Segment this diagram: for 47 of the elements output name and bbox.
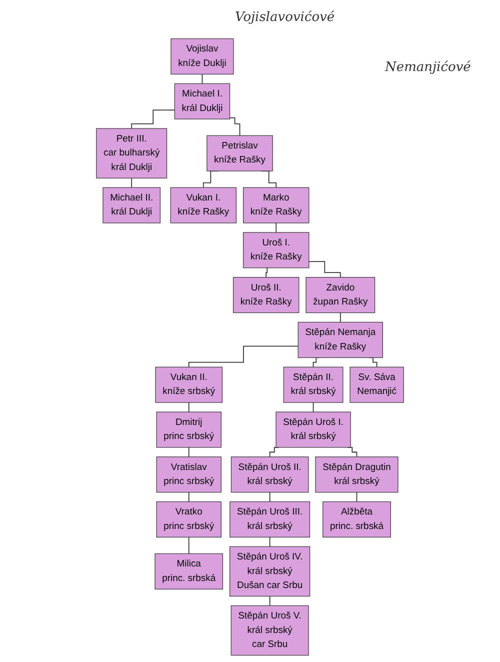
node-box: Stěpán Uroš II. král srbský bbox=[230, 456, 309, 493]
dynasty-label: Nemanjićové bbox=[385, 60, 471, 75]
connector bbox=[131, 178, 132, 188]
node-box: Uroš II. kníže Rašky bbox=[232, 277, 300, 314]
connector bbox=[229, 117, 240, 136]
connector bbox=[269, 536, 270, 548]
connector bbox=[266, 267, 269, 278]
node-box: Milica princ. srbská bbox=[154, 553, 224, 590]
connector bbox=[340, 312, 341, 323]
node-box: Stěpán Uroš I. král srbský bbox=[276, 412, 351, 448]
node-box: Vukan I. kníže Rašky bbox=[170, 187, 237, 224]
node-box: Stěpán II. král srbský bbox=[283, 366, 344, 403]
node-box: Michael II. král Duklji bbox=[102, 187, 161, 224]
node-box: Vojislav kníže Duklji bbox=[170, 38, 234, 74]
connector bbox=[188, 346, 299, 368]
node-box: Uroš I. kníže Rašky bbox=[243, 232, 310, 268]
node-box: Alžběta princ. srbská bbox=[322, 501, 391, 538]
node-box: Petrislav kníže Rašky bbox=[206, 135, 273, 172]
node-box: Stěpán Nemanja kníže Rašky bbox=[298, 322, 383, 358]
node-box: Vratislav princ srbský bbox=[156, 456, 222, 493]
node-box: Marko kníže Rašky bbox=[243, 187, 310, 224]
connector bbox=[188, 536, 190, 554]
node-box: Sv. Sáva Nemanjić bbox=[350, 366, 404, 403]
connector bbox=[131, 110, 176, 129]
node-box: Michael I. král Duklji bbox=[174, 83, 230, 120]
node-box: Petr III. car bulharský král Duklji bbox=[96, 128, 168, 178]
node-box: Vratko princ srbský bbox=[156, 501, 222, 538]
connector bbox=[269, 596, 270, 606]
node-box: Zavido župan Rašky bbox=[306, 277, 376, 314]
connector bbox=[276, 222, 277, 233]
node-box: Stěpán Uroš III. král srbský bbox=[230, 501, 310, 538]
connector bbox=[188, 446, 190, 458]
connector bbox=[356, 492, 358, 502]
dynasty-label: Vojislavovićové bbox=[235, 10, 335, 25]
connector bbox=[312, 402, 314, 412]
connector bbox=[347, 446, 358, 458]
connector bbox=[269, 492, 270, 502]
node-box: Stěpán Dragutin král srbský bbox=[315, 456, 398, 493]
connector bbox=[308, 261, 341, 278]
node-box: Dmitrij princ srbský bbox=[156, 412, 222, 448]
connector bbox=[202, 74, 203, 84]
connector bbox=[188, 402, 190, 412]
node-box: Stěpán Uroš V. král srbský car Srbu bbox=[230, 605, 309, 656]
connector bbox=[269, 446, 280, 458]
connector bbox=[188, 492, 190, 502]
node-box: Stěpán Uroš IV. král srbský Dušan car Srbu bbox=[230, 546, 310, 597]
node-box: Vukan II. kníže srbský bbox=[155, 366, 222, 403]
